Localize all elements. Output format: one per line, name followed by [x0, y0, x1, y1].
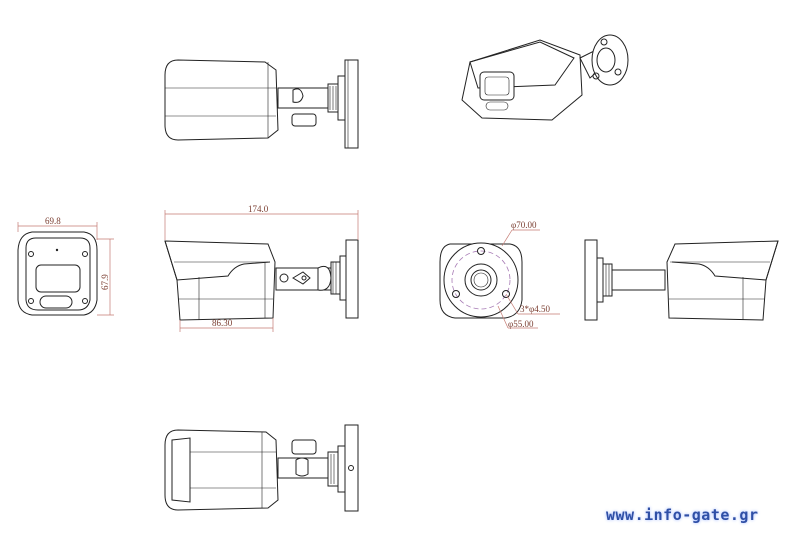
perspective-view	[461, 34, 629, 121]
front-width-label: 69.8	[45, 216, 61, 226]
bottom-view	[164, 424, 359, 512]
rear-view	[439, 229, 560, 329]
total-length-label: 174.0	[248, 204, 269, 214]
top-view	[164, 59, 359, 149]
other-side-view	[584, 239, 779, 321]
watermark: www.info-gate.gr	[606, 506, 759, 524]
body-length-label: 86.30	[212, 318, 233, 328]
front-height-label: 67.9	[100, 274, 110, 290]
hole-spec-label: 3*φ4.50	[520, 304, 550, 314]
front-view	[17, 222, 114, 316]
side-view	[164, 210, 359, 332]
hole-circle-label: φ55.00	[508, 319, 534, 329]
base-diameter-label: φ70.00	[511, 220, 537, 230]
